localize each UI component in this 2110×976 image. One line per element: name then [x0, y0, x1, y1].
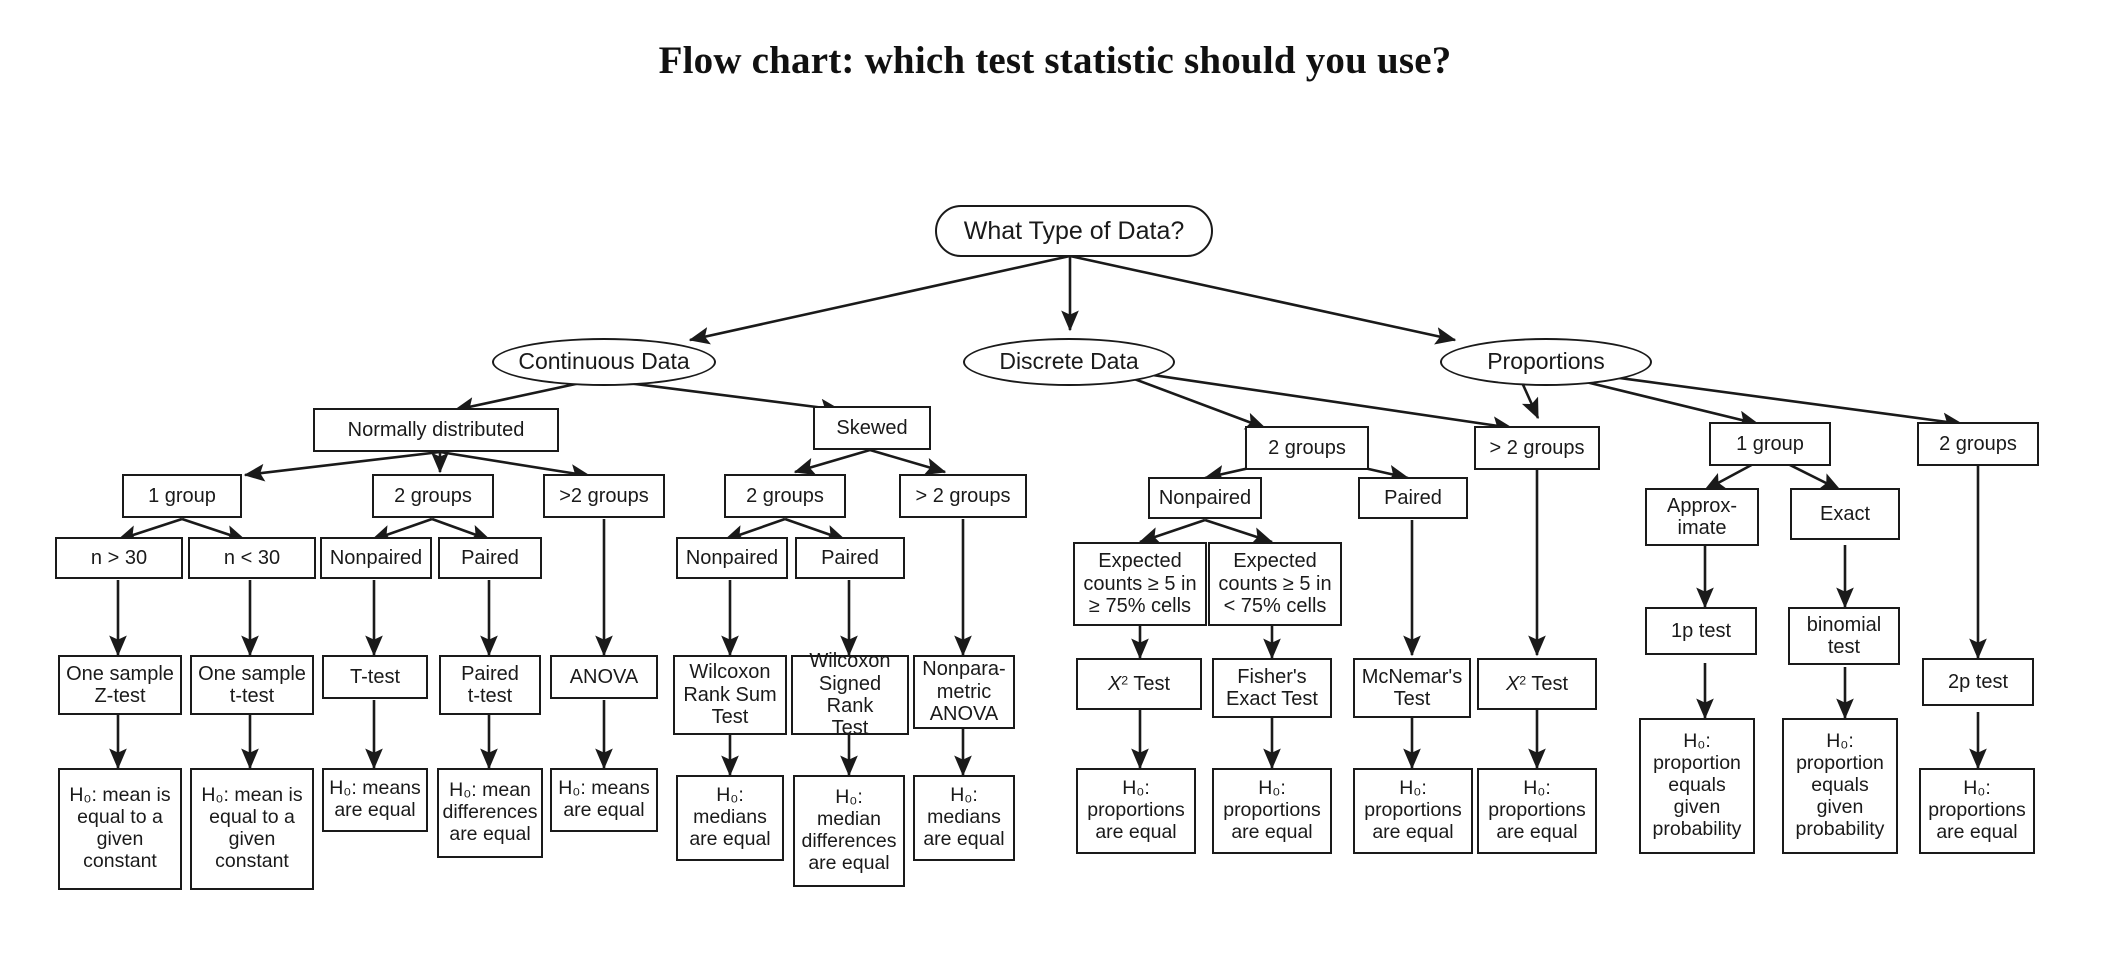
node-h0-proportions-equal-chisq[interactable]: H₀: proportions are equal — [1076, 768, 1196, 854]
node-fishers-exact-test[interactable]: Fisher's Exact Test — [1212, 658, 1332, 718]
node-h0-proportions-equal-chisq2[interactable]: H₀: proportions are equal — [1477, 768, 1597, 854]
node-h0-mean-equals-constant-z[interactable]: H₀: mean is equal to a given constant — [58, 768, 182, 890]
node-continuous-nonpaired[interactable]: Nonpaired — [320, 537, 432, 579]
node-continuous-1-group[interactable]: 1 group — [122, 474, 242, 518]
node-chi-square-test-nonpaired[interactable]: X2 Test — [1076, 658, 1202, 710]
node-continuous-2-groups[interactable]: 2 groups — [372, 474, 494, 518]
node-discrete-gt2-groups[interactable]: > 2 groups — [1474, 426, 1600, 470]
node-paired-t-test[interactable]: Paired t-test — [439, 655, 541, 715]
node-discrete-nonpaired[interactable]: Nonpaired — [1148, 477, 1262, 519]
node-normally-distributed[interactable]: Normally distributed — [313, 408, 559, 452]
node-h0-proportion-equals-given-prob-1p[interactable]: H₀: proportion equals given probability — [1639, 718, 1755, 854]
node-h0-proportions-equal-fisher[interactable]: H₀: proportions are equal — [1212, 768, 1332, 854]
node-mcnemars-test[interactable]: McNemar's Test — [1353, 658, 1471, 718]
node-continuous-paired[interactable]: Paired — [438, 537, 542, 579]
node-2p-test[interactable]: 2p test — [1922, 658, 2034, 706]
node-h0-median-differences-equal[interactable]: H₀: median differences are equal — [793, 775, 905, 887]
page-title: Flow chart: which test statistic should … — [658, 39, 1452, 82]
node-wilcoxon-rank-sum-test[interactable]: Wilcoxon Rank Sum Test — [673, 655, 787, 735]
node-root[interactable]: What Type of Data? — [935, 205, 1213, 257]
node-h0-medians-are-equal-wrs[interactable]: H₀: medians are equal — [676, 775, 784, 861]
node-discrete-paired[interactable]: Paired — [1358, 477, 1468, 519]
node-h0-proportion-equals-given-prob-binomial[interactable]: H₀: proportion equals given probability — [1782, 718, 1898, 854]
node-chi-square-test-gt2-groups[interactable]: X2 Test — [1477, 658, 1597, 710]
node-one-sample-t-test[interactable]: One sample t-test — [190, 655, 314, 715]
node-exact[interactable]: Exact — [1790, 488, 1900, 540]
node-continuous-data[interactable]: Continuous Data — [492, 338, 716, 386]
node-discrete-data[interactable]: Discrete Data — [963, 338, 1175, 386]
node-nonparametric-anova[interactable]: Nonpara- metric ANOVA — [913, 655, 1015, 729]
node-wilcoxon-signed-rank-test[interactable]: Wilcoxon Signed Rank Test — [791, 650, 909, 739]
node-h0-mean-differences-equal[interactable]: H₀: mean differences are equal — [437, 768, 543, 858]
node-n-lt-30[interactable]: n < 30 — [188, 537, 316, 579]
node-h0-medians-are-equal-npanova[interactable]: H₀: medians are equal — [913, 775, 1015, 861]
node-skewed-paired[interactable]: Paired — [795, 537, 905, 579]
node-anova[interactable]: ANOVA — [550, 655, 658, 699]
node-continuous-gt2-groups[interactable]: >2 groups — [543, 474, 665, 518]
node-expected-counts-lt-75[interactable]: Expected counts ≥ 5 in < 75% cells — [1208, 542, 1342, 626]
node-h0-means-are-equal-ttest[interactable]: H₀: means are equal — [322, 768, 428, 832]
node-skewed-gt2-groups[interactable]: > 2 groups — [899, 474, 1027, 518]
node-h0-proportions-equal-mcnemar[interactable]: H₀: proportions are equal — [1353, 768, 1473, 854]
node-n-gt-30[interactable]: n > 30 — [55, 537, 183, 579]
node-approximate[interactable]: Approx- imate — [1645, 488, 1759, 546]
node-skewed[interactable]: Skewed — [813, 406, 931, 450]
node-binomial-test[interactable]: binomial test — [1788, 607, 1900, 665]
node-skewed-2-groups[interactable]: 2 groups — [724, 474, 846, 518]
node-proportions-1-group[interactable]: 1 group — [1709, 422, 1831, 466]
node-1p-test[interactable]: 1p test — [1645, 607, 1757, 655]
node-proportions[interactable]: Proportions — [1440, 338, 1652, 386]
node-skewed-nonpaired[interactable]: Nonpaired — [676, 537, 788, 579]
node-proportions-2-groups[interactable]: 2 groups — [1917, 422, 2039, 466]
node-discrete-2-groups[interactable]: 2 groups — [1245, 426, 1369, 470]
node-expected-counts-ge-75[interactable]: Expected counts ≥ 5 in ≥ 75% cells — [1073, 542, 1207, 626]
node-h0-proportions-equal-2p[interactable]: H₀: proportions are equal — [1919, 768, 2035, 854]
node-one-sample-z-test[interactable]: One sample Z-test — [58, 655, 182, 715]
node-h0-mean-equals-constant-t[interactable]: H₀: mean is equal to a given constant — [190, 768, 314, 890]
node-h0-means-are-equal-anova[interactable]: H₀: means are equal — [550, 768, 658, 832]
node-t-test[interactable]: T-test — [322, 655, 428, 699]
